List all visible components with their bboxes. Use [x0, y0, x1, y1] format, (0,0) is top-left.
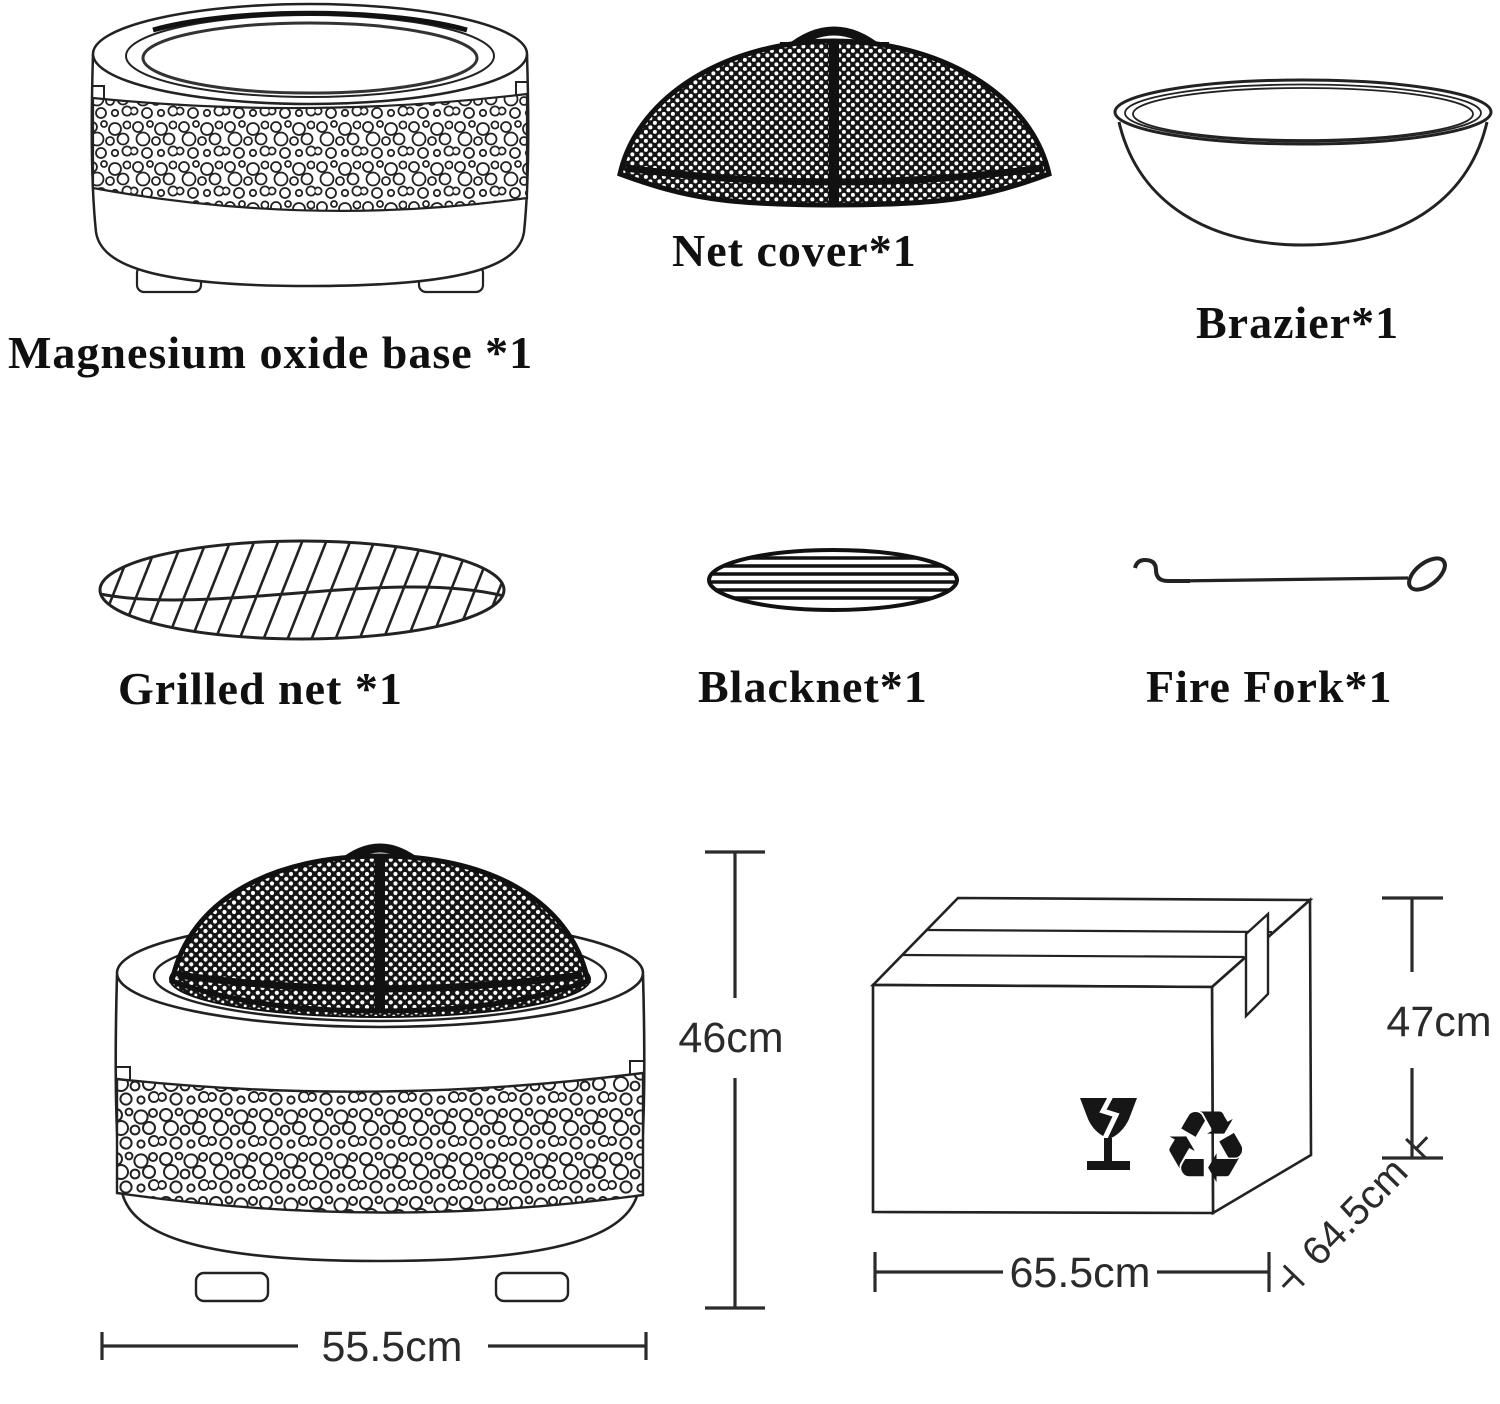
dimension-47cm-lines: [1382, 896, 1443, 1160]
label-brazier: Brazier*1: [1196, 297, 1400, 348]
dimension-55-5cm: 55.5cm: [100, 1323, 648, 1371]
label-magnesium-oxide-base: Magnesium oxide base *1: [8, 327, 534, 378]
pit-pebble-band: [115, 1060, 645, 1214]
box-faces: [869, 896, 1314, 1216]
dimension-46cm-lines: [705, 850, 765, 1310]
base-pebble-band: [91, 81, 529, 212]
grilled-net-edge: [98, 539, 506, 641]
dimension-55-5cm-label: 55.5cm: [321, 1323, 462, 1371]
base-top-rim: [91, 2, 529, 106]
label-fire-fork: Fire Fork*1: [1146, 661, 1393, 712]
dimension-65-5cm-lines: [873, 1252, 1271, 1292]
label-blacknet: Blacknet*1: [698, 661, 928, 712]
label-net-cover: Net cover*1: [672, 225, 917, 276]
recycling-icon: ♻: [1161, 1089, 1251, 1206]
assembled-fire-pit-drawing: [114, 843, 646, 1303]
net-cover-drawing: [617, 26, 1052, 208]
dimension-64-5cm-lines: [1281, 1136, 1429, 1288]
fire-fork-hook: [1133, 557, 1190, 583]
fire-fork-rod: [1173, 576, 1409, 583]
pit-feet: [194, 1271, 570, 1303]
brazier-drawing: [1113, 78, 1493, 247]
dimension-47cm-label: 47cm: [1386, 998, 1491, 1046]
blacknet-drawing: [707, 548, 959, 612]
dimension-55-5cm-lines: [100, 1332, 648, 1360]
dimension-46cm: 46cm: [678, 850, 784, 1310]
fire-fork-drawing: [1133, 556, 1447, 592]
fire-fork-handle: [1407, 556, 1447, 592]
dimension-46cm-label: 46cm: [678, 1014, 783, 1062]
grilled-net-drawing: [98, 539, 506, 641]
dimension-65-5cm-label: 65.5cm: [1009, 1249, 1150, 1297]
brazier-bowl: [1117, 121, 1489, 247]
magnesium-oxide-base-drawing: [90, 2, 530, 294]
brazier-rim: [1113, 78, 1493, 146]
box-handle-slot: [1244, 911, 1270, 1019]
box-flap-lines: [901, 928, 1273, 959]
label-grilled-net: Grilled net *1: [118, 663, 403, 714]
packaging-box-drawing: ♻ 47cm 65.5cm 64.5cm: [869, 896, 1492, 1297]
fragile-glass-icon: [1080, 1094, 1137, 1170]
dimension-64-5cm-label: 64.5cm: [1294, 1150, 1417, 1275]
